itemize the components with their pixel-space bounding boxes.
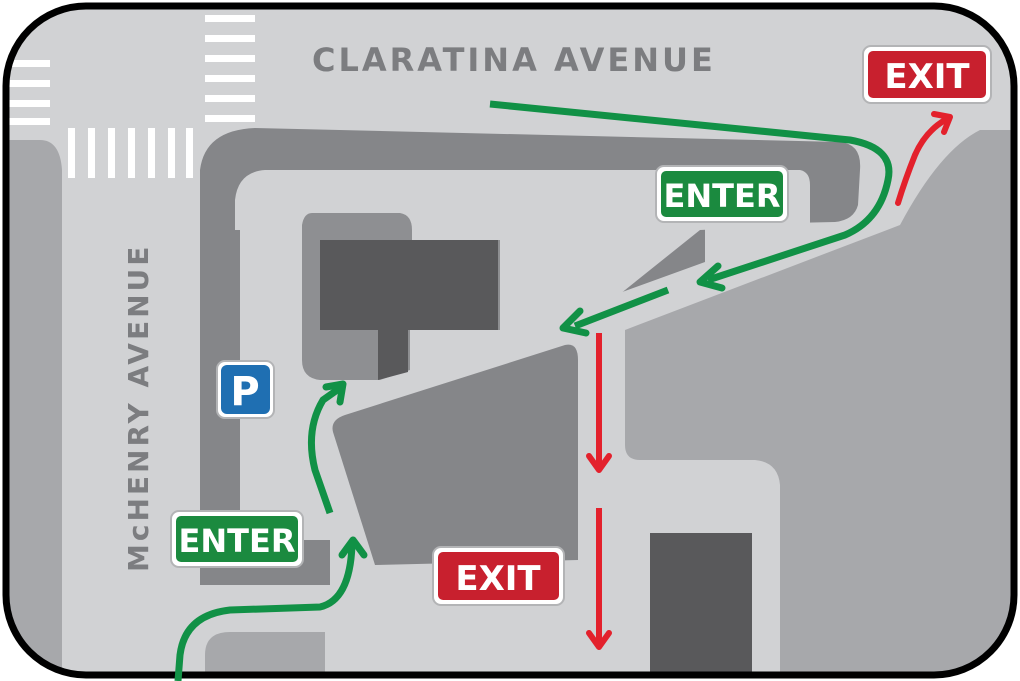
entry-route-bottom bbox=[174, 385, 356, 681]
svg-text:ENTER: ENTER bbox=[664, 177, 781, 215]
svg-text:EXIT: EXIT bbox=[455, 559, 541, 599]
parking-sign-icon: P bbox=[216, 360, 275, 419]
right-lot bbox=[625, 130, 1014, 675]
bottom-left-block bbox=[205, 632, 325, 675]
exit-sign-bottom: EXIT bbox=[432, 546, 565, 606]
exit-arrowheads-vertical bbox=[586, 453, 612, 650]
crosswalk-top bbox=[205, 15, 255, 122]
building-middle bbox=[332, 344, 578, 565]
crosswalk-left bbox=[6, 60, 50, 125]
street-label-claratina: CLARATINA AVENUE bbox=[312, 41, 716, 79]
exit-route-topright bbox=[895, 111, 953, 206]
svg-text:P: P bbox=[230, 369, 259, 415]
svg-text:ENTER: ENTER bbox=[179, 522, 296, 560]
enter-sign-bottom: ENTER bbox=[170, 510, 304, 568]
entry-arrowheads-top bbox=[559, 262, 726, 337]
mchenry-curb bbox=[6, 140, 62, 675]
crosswalk-center bbox=[68, 128, 193, 178]
enter-sign-top: ENTER bbox=[655, 165, 789, 223]
entry-route-top bbox=[489, 100, 893, 330]
street-label-mchenry: McHENRY AVENUE bbox=[122, 244, 155, 572]
entry-arrowheads-bottom bbox=[322, 380, 368, 559]
exit-sign-top: EXIT bbox=[862, 45, 992, 104]
building-upper bbox=[320, 240, 498, 380]
building-lower-right bbox=[650, 533, 752, 675]
svg-text:EXIT: EXIT bbox=[884, 57, 970, 97]
